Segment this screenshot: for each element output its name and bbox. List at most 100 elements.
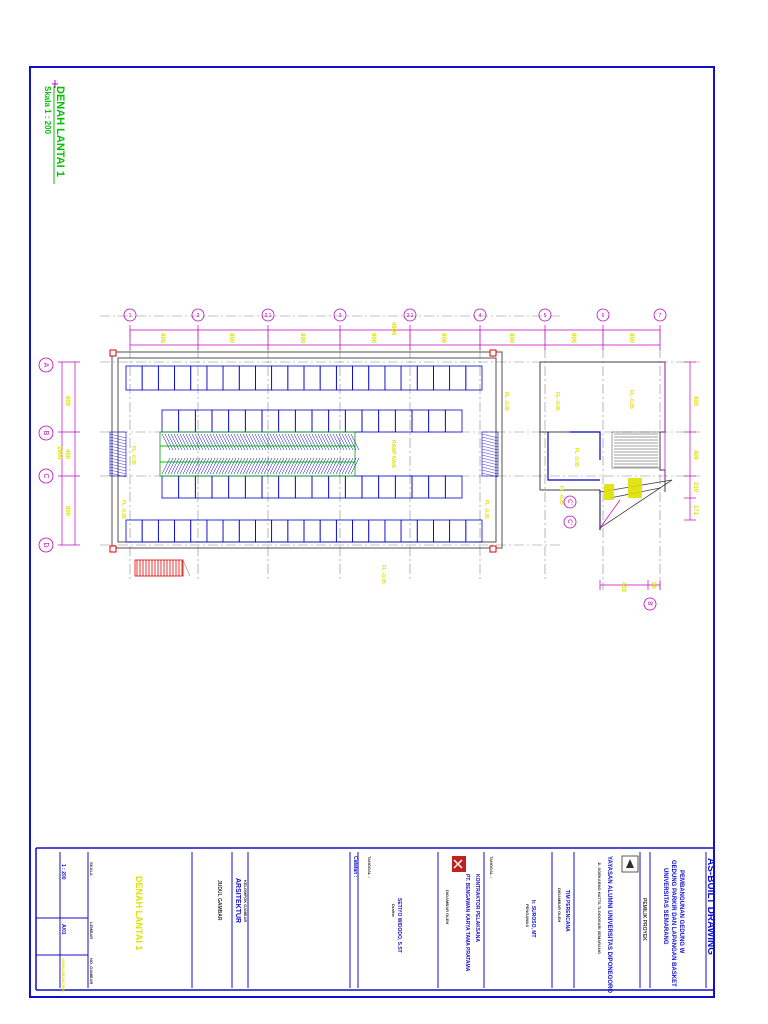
grid-label-b-prime: B' bbox=[646, 601, 652, 606]
ramp-hatch-line bbox=[239, 457, 249, 475]
tb-title-value: DENAH LANTAI 1 bbox=[134, 876, 144, 950]
ramp-hatch-line bbox=[167, 457, 177, 475]
parking-stall bbox=[287, 365, 305, 391]
grid-bubble-labels-annex: C' C' B' bbox=[566, 499, 652, 606]
ramp-hatch-line bbox=[344, 457, 354, 475]
parking-stall bbox=[416, 365, 434, 391]
entry-stair bbox=[134, 559, 184, 577]
ramp-hatch-line bbox=[245, 433, 255, 451]
parking-stall bbox=[361, 409, 380, 433]
ramp-hatch-line bbox=[350, 433, 360, 451]
tb-no-label: NO. GAMBAR bbox=[89, 958, 94, 984]
parking-stalls bbox=[125, 365, 483, 543]
tb-tanggal-1: TANGGAL : bbox=[489, 856, 494, 878]
grid-label-3: 3 bbox=[339, 313, 342, 319]
parking-stall bbox=[400, 519, 418, 543]
ramp-hatch-line bbox=[314, 457, 324, 475]
tb-signer-role: PENGAWAS bbox=[525, 904, 530, 927]
tb-group-label: KELOMPOK GAMBAR bbox=[243, 880, 248, 922]
parking-stall bbox=[255, 365, 273, 391]
ramp-hatch-line bbox=[242, 433, 252, 451]
side-hatch-line bbox=[109, 469, 127, 475]
ramp-hatch-line bbox=[167, 433, 177, 451]
ramp-hatch-line bbox=[161, 457, 171, 475]
ramp-hatch-line bbox=[182, 457, 192, 475]
ramp-hatch-line bbox=[323, 433, 333, 451]
ramp-hatch-line bbox=[254, 433, 264, 451]
ramp-hatch-line bbox=[293, 457, 303, 475]
dim-left-total: 1500 bbox=[56, 446, 62, 460]
ramp-hatch-line bbox=[308, 457, 318, 475]
ramp-hatch-line bbox=[248, 457, 258, 475]
parking-stall bbox=[255, 519, 273, 543]
north-mark-icon bbox=[52, 80, 58, 88]
ramp-hatch-line bbox=[185, 433, 195, 451]
tb-catatan: Catatan : bbox=[352, 856, 358, 878]
parking-stall bbox=[125, 365, 143, 391]
dim-top-5: 800 bbox=[440, 333, 446, 344]
ramp-hatch-line bbox=[347, 457, 357, 475]
ramp-hatch-line bbox=[191, 457, 201, 475]
ramp-hatch-line bbox=[311, 457, 321, 475]
logo-owner-icon bbox=[621, 855, 639, 873]
side-hatch-line bbox=[481, 451, 499, 457]
parking-stall bbox=[141, 519, 159, 543]
ramp-hatch-line bbox=[248, 433, 258, 451]
ramp-hatch-line bbox=[341, 457, 351, 475]
annex-building bbox=[539, 361, 666, 492]
ramp-hatch-line bbox=[272, 433, 282, 451]
parking-stall bbox=[319, 519, 337, 543]
parking-stall bbox=[294, 475, 313, 499]
ramp-hatch-line bbox=[263, 433, 273, 451]
level-label-annex-a: FL -0.05 bbox=[554, 392, 560, 411]
parking-stall bbox=[378, 475, 396, 499]
ramp-hatch-line bbox=[203, 457, 213, 475]
parking-stall bbox=[394, 409, 413, 433]
tb-header: AS-BUILT DRAWING bbox=[705, 858, 716, 955]
parking-stall bbox=[328, 475, 346, 499]
ramp-hatch-line bbox=[335, 457, 345, 475]
grid-label-c-prime: C' bbox=[566, 499, 572, 504]
ramp-hatch-line bbox=[332, 457, 342, 475]
ramp-hatch-line bbox=[176, 457, 186, 475]
ramp-hatch-line bbox=[251, 433, 261, 451]
tb-title-label: JUDUL GAMBAR bbox=[216, 880, 222, 921]
ramp-hatch-line bbox=[200, 433, 210, 451]
parking-stall bbox=[161, 409, 180, 433]
parking-stall bbox=[211, 409, 230, 433]
ramp-hatch-line bbox=[281, 433, 291, 451]
annex-magenta-line bbox=[599, 362, 666, 529]
tb-team-label: TIM PERENCANA bbox=[564, 890, 570, 932]
parking-stall bbox=[174, 519, 192, 543]
tb-skala-value: 1 : 200 bbox=[60, 864, 66, 880]
tb-contractor-name: PT. BENGAWAN KARYA TAMA PRATAMA bbox=[464, 874, 470, 972]
ramp-hatch-line bbox=[230, 457, 240, 475]
ramp-hatch-line bbox=[239, 433, 249, 451]
ramp-hatch-line bbox=[299, 457, 309, 475]
side-hatch-line bbox=[481, 463, 499, 469]
ramp-hatch-line bbox=[338, 457, 348, 475]
ramp-hatch-line bbox=[161, 433, 171, 451]
side-hatch-line bbox=[481, 433, 499, 439]
ramp-hatch-line bbox=[257, 457, 267, 475]
side-hatch-line bbox=[109, 439, 127, 445]
ramp-hatch-line bbox=[278, 433, 288, 451]
parking-stall bbox=[344, 409, 363, 433]
parking-stall bbox=[400, 365, 418, 391]
side-hatch-line bbox=[109, 448, 127, 454]
ramp-hatch-line bbox=[257, 433, 267, 451]
parking-stall bbox=[244, 409, 263, 433]
title-block bbox=[36, 852, 707, 988]
side-hatch-left bbox=[109, 431, 127, 478]
parking-stall bbox=[303, 365, 321, 391]
ramp-hatch-line bbox=[326, 457, 336, 475]
tb-signer-name: Ir. SUROSO, MT bbox=[530, 900, 536, 938]
side-hatch-line bbox=[481, 436, 499, 442]
side-hatch-line bbox=[481, 457, 499, 463]
side-hatch-line bbox=[481, 454, 499, 460]
right-dimension-labels: 800 400 210 171 bbox=[692, 396, 698, 516]
ramp-hatch-line bbox=[266, 433, 276, 451]
dim-right-2: 400 bbox=[692, 450, 698, 461]
parking-stall bbox=[238, 365, 256, 391]
grid-label-7: 7 bbox=[659, 313, 662, 319]
